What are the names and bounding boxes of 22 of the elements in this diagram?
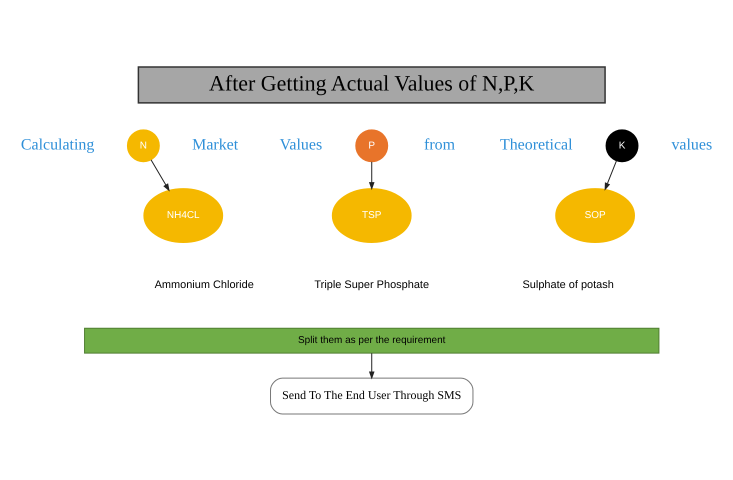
node-circle: N	[126, 128, 160, 162]
node-circle: P	[355, 128, 388, 162]
arrow	[604, 160, 617, 190]
label: from	[424, 136, 456, 154]
arrow	[368, 352, 375, 380]
node-ellipse: TSP	[332, 188, 412, 242]
node-label: Sulphate of potash	[522, 278, 614, 291]
arrow	[368, 160, 375, 190]
label: Values	[280, 136, 322, 154]
node-ellipse: NH4CL	[143, 188, 224, 242]
node-box: After Getting Actual Values of N,P,K	[138, 66, 606, 104]
label: Theoretical	[500, 136, 573, 154]
node-label: Triple Super Phosphate	[314, 278, 430, 291]
node-box: Split them as per the requirement	[84, 327, 660, 354]
node-circle: K	[606, 128, 638, 162]
label: Market	[192, 136, 238, 154]
label: Calculating	[20, 136, 94, 154]
node-ellipse: SOP	[555, 188, 635, 242]
node-label: Ammonium Chloride	[154, 278, 254, 291]
label: values	[671, 136, 712, 154]
node-box: Send To The End User Through SMS	[270, 377, 474, 414]
arrow	[150, 158, 170, 192]
